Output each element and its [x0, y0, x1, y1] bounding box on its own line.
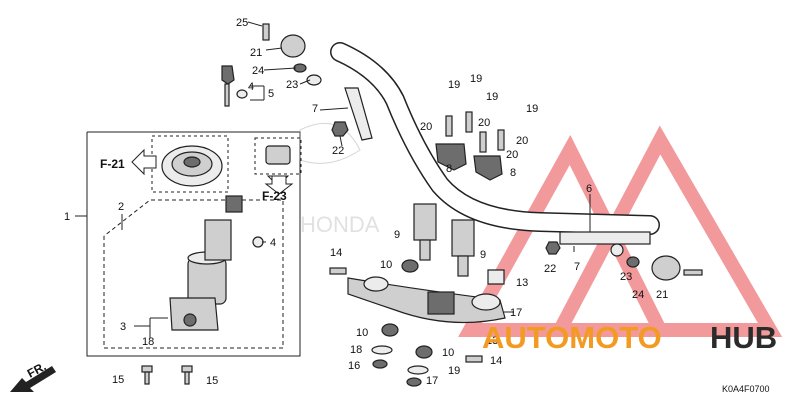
- ignition-switch: [169, 195, 243, 331]
- rubber-10-set: [381, 259, 433, 359]
- label-4b: 4: [270, 237, 276, 249]
- nut-22-left: [331, 121, 349, 137]
- stem-nut-12: [487, 269, 505, 285]
- label-21b: 21: [656, 289, 668, 301]
- honda-wing-outline: HONDA: [299, 122, 380, 237]
- watermark-text-left: AUTOMOTO: [482, 320, 662, 355]
- top-bridge: [347, 276, 506, 324]
- label-15a: 16: [348, 360, 360, 372]
- label-20c: 20: [516, 135, 528, 147]
- bar-end-weight-left: [280, 34, 322, 86]
- bolt-25-right: [683, 269, 703, 276]
- collar-washers: [371, 345, 429, 387]
- upper-holder-right: [473, 155, 503, 181]
- label-22b: 22: [544, 263, 556, 275]
- label-15b: 17: [426, 375, 438, 387]
- label-5: 5: [268, 88, 274, 100]
- right-bar-end-rod: [559, 231, 651, 245]
- label-13b: 15: [206, 375, 218, 387]
- label-1: 1: [64, 211, 70, 223]
- label-19d: 19: [526, 103, 538, 115]
- label-7a: 7: [312, 103, 318, 115]
- label-14a: 14: [330, 247, 342, 259]
- label-16: 17: [510, 307, 522, 319]
- holder-bolts: [445, 111, 505, 153]
- label-12: 13: [516, 277, 528, 289]
- label-20d: 20: [506, 149, 518, 161]
- fuel-cap: [161, 145, 223, 187]
- bolt-14-top: [329, 267, 347, 275]
- screw-13a: [141, 365, 153, 385]
- label-17a: 18: [350, 344, 362, 356]
- screw-13b: [181, 365, 193, 385]
- label-18: 18: [142, 336, 154, 348]
- handlebar: [330, 42, 660, 235]
- label-9b: 9: [480, 249, 486, 261]
- label-8a: 8: [446, 163, 452, 175]
- label-23: 23: [286, 79, 298, 91]
- label-13a: 15: [112, 374, 124, 386]
- bar-end-weight-right: [610, 243, 681, 281]
- label-25: 25: [236, 17, 248, 29]
- label-3: 3: [120, 321, 126, 333]
- label-22a: 22: [332, 145, 344, 157]
- upper-holder-left: [435, 143, 467, 171]
- label-10b: 10: [356, 327, 368, 339]
- label-6: 6: [586, 183, 592, 195]
- label-21: 21: [250, 47, 262, 59]
- part-labels: 25 21 24 23 4 5 7 22 1 2 4 3 18 15 15 19…: [64, 17, 668, 387]
- bolt-25-left: [262, 23, 270, 41]
- label-19a: 19: [448, 79, 460, 91]
- label-20a: 20: [420, 121, 432, 133]
- label-17b: 19: [448, 365, 460, 377]
- bolt-14-bottom: [465, 355, 483, 363]
- label-23b: 23: [620, 271, 632, 283]
- label-14b: 14: [490, 355, 502, 367]
- label-4a: 4: [248, 81, 254, 93]
- leader-lines: [75, 21, 591, 338]
- front-arrow-icon: [10, 366, 56, 392]
- diagram-code: K0A4F0700: [722, 384, 770, 394]
- washer-icon: [252, 236, 264, 248]
- label-24b: 24: [632, 289, 644, 301]
- key-ring-icon: [236, 89, 248, 99]
- label-11: 13: [486, 335, 498, 347]
- label-20b: 20: [478, 117, 490, 129]
- label-19c: 19: [486, 91, 498, 103]
- ref-arrow-f21: [131, 148, 157, 176]
- nut-22-right: [545, 241, 561, 255]
- label-7b: 7: [574, 261, 580, 273]
- label-19b: 19: [470, 73, 482, 85]
- ref-label-f21: F-21: [100, 157, 125, 171]
- svg-text:HONDA: HONDA: [300, 212, 380, 237]
- watermark-text-right: HUB: [710, 320, 777, 355]
- label-10c: 10: [442, 347, 454, 359]
- label-8b: 8: [510, 167, 516, 179]
- key-icon: [221, 65, 235, 107]
- lower-holder-right: [451, 219, 475, 277]
- ref-label-f23: F-23: [262, 189, 287, 203]
- label-10a: 10: [380, 259, 392, 271]
- lower-holder-left: [413, 203, 437, 261]
- label-24: 24: [252, 65, 264, 77]
- ref-arrow-f23: [264, 175, 294, 195]
- label-9a: 9: [394, 229, 400, 241]
- left-bar-end-rod: [344, 87, 373, 141]
- label-2: 2: [118, 201, 124, 213]
